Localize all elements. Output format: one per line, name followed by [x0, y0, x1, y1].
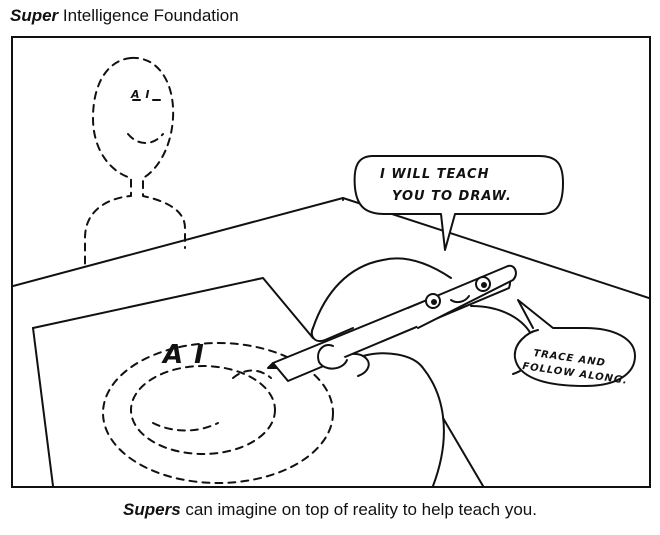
hand	[310, 257, 536, 486]
pen-bubble-line-2: YOU TO DRAW.	[392, 189, 512, 204]
comic-panel: A I A I	[11, 36, 651, 488]
page-header: Super Intelligence Foundation	[10, 6, 239, 26]
caption: Supers can imagine on top of reality to …	[0, 500, 660, 520]
brand-bold-text: Super	[10, 6, 59, 25]
brand-rest-text: Intelligence Foundation	[58, 6, 239, 25]
table	[13, 197, 649, 299]
imagined-ai-figure	[84, 56, 186, 267]
figure-face-text: A I	[130, 88, 150, 101]
caption-bold-text: Supers	[123, 500, 181, 519]
paper-face-text: A I	[161, 340, 205, 370]
pen-speech-bubble	[353, 155, 564, 251]
comic-illustration: A I A I	[13, 56, 649, 486]
paper-sheet	[32, 277, 484, 486]
smiling-pen	[267, 264, 517, 382]
pen-bubble-line-1: I WILL TEACH	[380, 167, 489, 182]
caption-rest-text: can imagine on top of reality to help te…	[180, 500, 537, 519]
traced-ai-face	[102, 342, 334, 484]
trace-speech-bubble	[513, 299, 636, 387]
